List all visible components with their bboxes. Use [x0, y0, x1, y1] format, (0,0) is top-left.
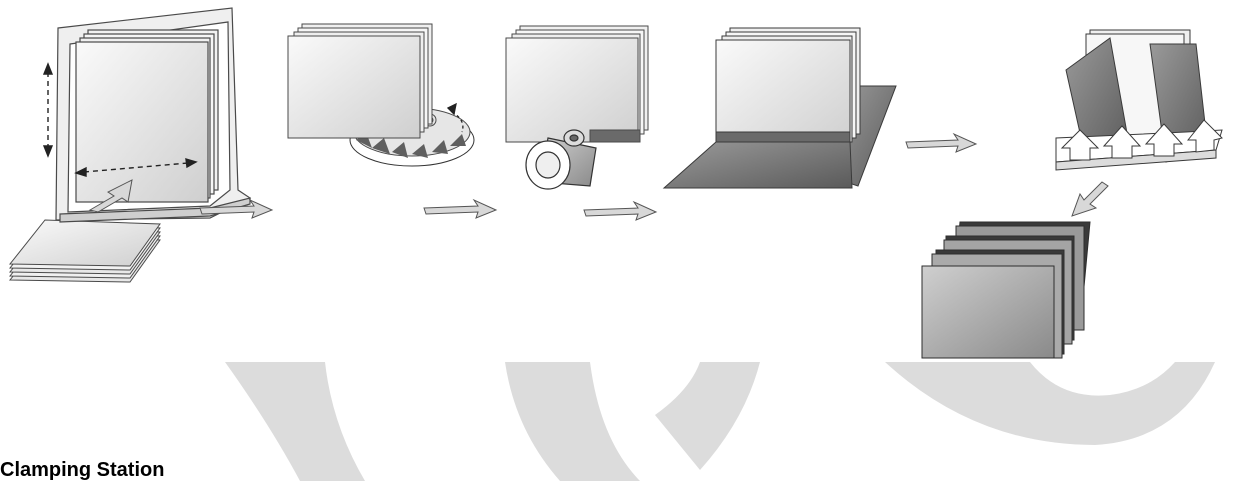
folding-flap	[664, 28, 896, 188]
arrow-right-icon	[424, 200, 496, 218]
arrow-right-icon	[584, 202, 656, 220]
watermark	[225, 362, 1215, 481]
arrow-right-icon	[906, 134, 976, 152]
clamping-frame	[56, 8, 250, 222]
edge-roller-sheets	[506, 26, 648, 142]
input-sheet-stack	[10, 220, 160, 282]
figure-caption: Clamping Station	[0, 458, 164, 482]
arrow-down-icon	[1072, 182, 1108, 216]
flow-arrows	[90, 134, 1108, 220]
stacking-conveyor	[1056, 30, 1222, 170]
notching-sheets	[288, 24, 432, 138]
finished-stack	[922, 222, 1090, 358]
